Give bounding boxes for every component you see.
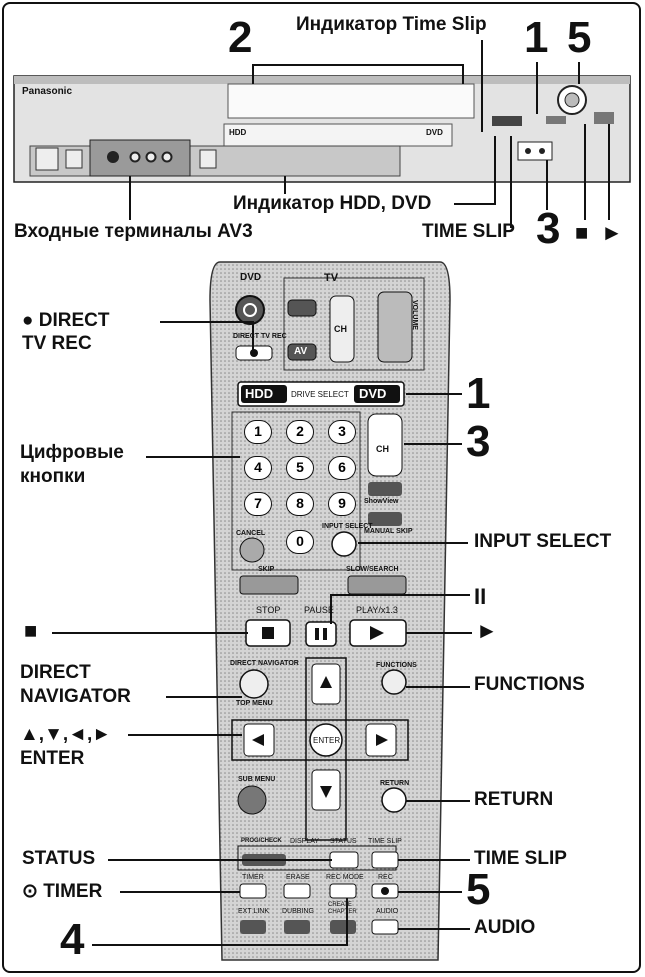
manual-skip-label: MANUAL SKIP	[364, 528, 413, 535]
dvd-power-button	[235, 295, 265, 325]
slow-search-label: SLOW/SEARCH	[346, 566, 399, 573]
play-callout: ►	[476, 618, 498, 643]
callout-2: 2	[228, 13, 253, 62]
dvd-indicator-label: DVD	[426, 128, 443, 137]
remote-ch-label-tv: CH	[334, 324, 347, 334]
callout-1-recorder: 1	[524, 13, 549, 62]
remote-ch-label: CH	[376, 444, 389, 454]
dubbing-label: DUBBING	[282, 908, 314, 915]
callout-5-recorder: 5	[567, 13, 592, 62]
rec-label: REC	[378, 874, 393, 881]
time-slip-indicator-label: Индикатор Time Slip	[296, 14, 487, 35]
skip-label: SKIP	[258, 566, 275, 573]
digit-button-8: 8	[286, 492, 314, 516]
direct-tv-rec-callout-2: TV REC	[22, 333, 92, 354]
remote-tv-label: TV	[324, 272, 339, 284]
hdd-dvd-indicator-label: Индикатор HDD, DVD	[233, 193, 432, 214]
stop-label: STOP	[256, 605, 281, 615]
direct-tv-rec-callout-1: ● DIRECT	[22, 310, 110, 331]
av3-terminals-label: Входные терминалы AV3	[14, 221, 253, 242]
ext-link-label: EXT LINK	[238, 908, 269, 915]
direct-navigator-callout-1: DIRECT	[20, 662, 91, 683]
digit-button-0: 0	[286, 530, 314, 554]
time-slip-callout: TIME SLIP	[474, 848, 567, 869]
stop-symbol-recorder: ■	[575, 220, 589, 245]
cancel-label: CANCEL	[236, 530, 266, 537]
status-callout: STATUS	[22, 848, 96, 869]
pause-callout: II	[474, 584, 487, 609]
digit-button-4: 4	[244, 456, 272, 480]
erase-label: ERASE	[286, 874, 310, 881]
status-small-label: STATUS	[330, 838, 357, 845]
digit-button-9: 9	[328, 492, 356, 516]
audio-small-label: AUDIO	[376, 908, 399, 915]
hdd-indicator-label: HDD	[229, 128, 247, 137]
return-callout: RETURN	[474, 789, 554, 810]
top-menu-label: TOP MENU	[236, 700, 273, 707]
digit-button-1: 1	[244, 420, 272, 444]
time-slip-small-label: TIME SLIP	[368, 838, 402, 845]
digit-buttons-callout-1: Цифровые	[20, 442, 124, 463]
callout-5-remote: 5	[466, 865, 491, 914]
drive-select-label: DRIVE SELECT	[291, 390, 349, 399]
enter-small-label: ENTER	[313, 736, 341, 745]
recorder-illustration	[13, 75, 631, 183]
drive-dvd-label: DVD	[359, 386, 387, 401]
drive-hdd-label: HDD	[245, 386, 274, 401]
input-select-button	[331, 531, 357, 557]
return-small-label: RETURN	[380, 780, 410, 787]
timer-callout: ⊙ TIMER	[22, 881, 103, 902]
av3-s-video-jack	[107, 151, 119, 163]
stop-callout: ■	[24, 618, 38, 643]
direct-navigator-callout-2: NAVIGATOR	[20, 686, 131, 707]
callout-4: 4	[60, 915, 85, 964]
direct-navigator-small-label: DIRECT NAVIGATOR	[230, 660, 299, 667]
timer-small-label: TIMER	[242, 874, 264, 881]
play-label: PLAY/x1.3	[356, 605, 398, 615]
audio-callout: AUDIO	[474, 917, 536, 938]
sub-menu-label: SUB MENU	[238, 776, 276, 783]
digit-button-3: 3	[328, 420, 356, 444]
functions-callout: FUNCTIONS	[474, 674, 585, 695]
input-select-small-label: INPUT SELECT	[322, 523, 373, 530]
digit-button-6: 6	[328, 456, 356, 480]
digit-button-5: 5	[286, 456, 314, 480]
callout-3-remote: 3	[466, 417, 491, 466]
display-label: DISPLAY	[290, 838, 320, 845]
create-chapter-label: CREATE CHAPTER	[328, 902, 357, 915]
enter-callout: ENTER	[20, 748, 85, 769]
callout-1-remote: 1	[466, 369, 491, 418]
callout-3-recorder: 3	[536, 204, 561, 253]
digit-button-2: 2	[286, 420, 314, 444]
remote-dvd-label: DVD	[240, 272, 262, 283]
arrows-callout: ▲,▼,◄,►	[20, 724, 112, 745]
remote-volume-label: VOLUME	[411, 300, 419, 330]
pause-label: PAUSE	[304, 605, 334, 615]
digit-buttons-callout-2: кнопки	[20, 466, 86, 487]
prog-check-label: PROG/CHECK	[241, 838, 282, 844]
digit-button-7: 7	[244, 492, 272, 516]
remote-av-label: AV	[294, 346, 308, 357]
rec-mode-label: REC MODE	[326, 874, 364, 881]
time-slip-recorder-label: TIME SLIP	[422, 221, 515, 242]
time-slip-button-front	[492, 116, 522, 126]
functions-small-label: FUNCTIONS	[376, 662, 417, 669]
show-view-label: ShowView	[364, 498, 399, 505]
remote-direct-tv-rec-label: DIRECT TV REC	[233, 333, 287, 340]
input-select-callout: INPUT SELECT	[474, 531, 612, 552]
play-symbol-recorder: ►	[601, 220, 623, 245]
brand-logo: Panasonic	[22, 86, 73, 97]
